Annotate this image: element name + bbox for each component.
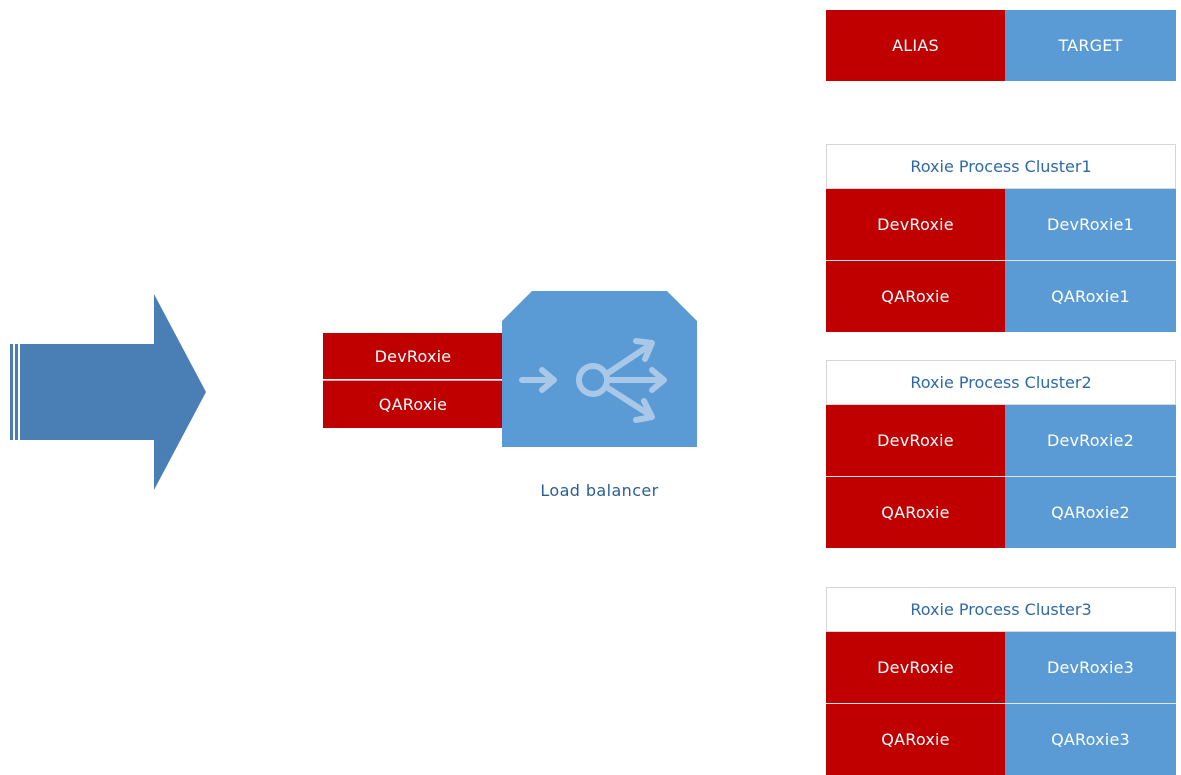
lb-alias-qaroxie: QARoxie <box>323 380 503 428</box>
cluster-2: Roxie Process Cluster2 DevRoxie DevRoxie… <box>826 360 1176 548</box>
alias-cell: DevRoxie <box>826 632 1005 703</box>
alias-cell: QARoxie <box>826 703 1005 775</box>
load-balancer-icon <box>502 291 697 447</box>
cluster-title: Roxie Process Cluster1 <box>826 144 1176 189</box>
target-cell: QARoxie3 <box>1005 703 1176 775</box>
target-cell: QARoxie1 <box>1005 260 1176 332</box>
cluster-1: Roxie Process Cluster1 DevRoxie DevRoxie… <box>826 144 1176 332</box>
cluster-3: Roxie Process Cluster3 DevRoxie DevRoxie… <box>826 587 1176 775</box>
alias-cell: DevRoxie <box>826 189 1005 260</box>
legend: ALIAS TARGET <box>826 10 1176 81</box>
target-cell: DevRoxie2 <box>1005 405 1176 476</box>
target-cell: DevRoxie1 <box>1005 189 1176 260</box>
legend-alias: ALIAS <box>826 10 1005 81</box>
incoming-arrow-icon <box>10 294 206 490</box>
alias-cell: QARoxie <box>826 476 1005 548</box>
legend-target: TARGET <box>1005 10 1176 81</box>
target-cell: QARoxie2 <box>1005 476 1176 548</box>
cluster-title: Roxie Process Cluster3 <box>826 587 1176 632</box>
cluster-title: Roxie Process Cluster2 <box>826 360 1176 405</box>
alias-cell: DevRoxie <box>826 405 1005 476</box>
target-cell: DevRoxie3 <box>1005 632 1176 703</box>
alias-cell: QARoxie <box>826 260 1005 332</box>
load-balancer-alias-list: DevRoxie QARoxie <box>323 333 503 428</box>
load-balancer-caption: Load balancer <box>540 481 659 500</box>
lb-alias-devroxie: DevRoxie <box>323 333 503 379</box>
